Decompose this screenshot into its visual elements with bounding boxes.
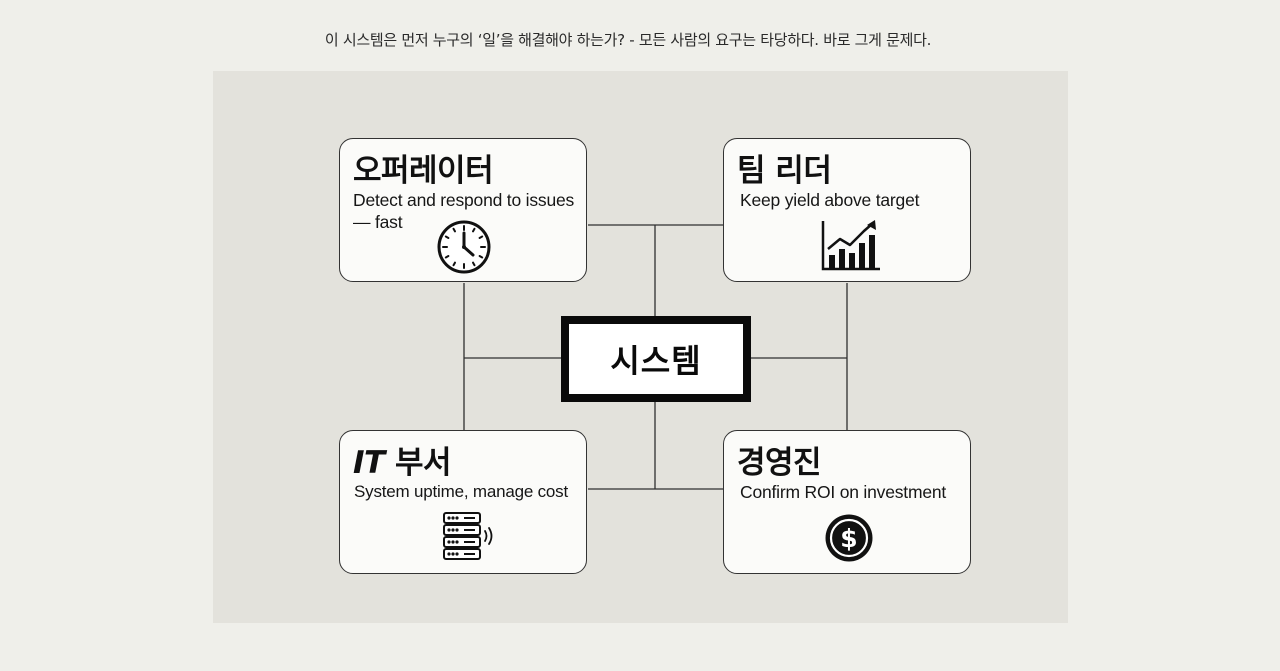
operator-card: 오퍼레이터 Detect and respond to issues — fas… [339, 138, 587, 282]
system-label: 시스템 [610, 342, 702, 380]
team-leader-title: 팀 리더 [737, 153, 832, 189]
server-icon [443, 512, 493, 560]
it-department-title-rest: 부서 [384, 445, 452, 481]
diagram-panel: 오퍼레이터 Detect and respond to issues — fas… [213, 71, 1068, 623]
it-department-title-prefix: IT [353, 445, 385, 481]
operator-description: Detect and respond to issues — fast [353, 190, 575, 232]
team-leader-card: 팀 리더 Keep yield above target [723, 138, 971, 282]
bar-chart-trend-icon [821, 220, 880, 271]
clock-icon [437, 220, 491, 274]
svg-text:$: $ [840, 524, 857, 553]
team-leader-description: Keep yield above target [740, 190, 920, 210]
executives-description: Confirm ROI on investment [740, 482, 947, 502]
operator-title: 오퍼레이터 [353, 153, 494, 189]
executives-card: 경영진 Confirm ROI on investment $ [723, 430, 971, 574]
dollar-coin-icon: $ [825, 514, 873, 562]
it-department-title: IT 부서 [353, 437, 452, 482]
it-department-card: IT 부서 System uptime, manage cost [339, 430, 587, 574]
page-caption: 이 시스템은 먼저 누구의 ‘일’을 해결해야 하는가? - 모든 사람의 요구… [324, 31, 932, 49]
it-department-description: System uptime, manage cost [354, 482, 569, 501]
system-center-box: 시스템 [561, 316, 751, 402]
connector-lines [463, 224, 848, 490]
executives-title: 경영진 [737, 445, 822, 481]
